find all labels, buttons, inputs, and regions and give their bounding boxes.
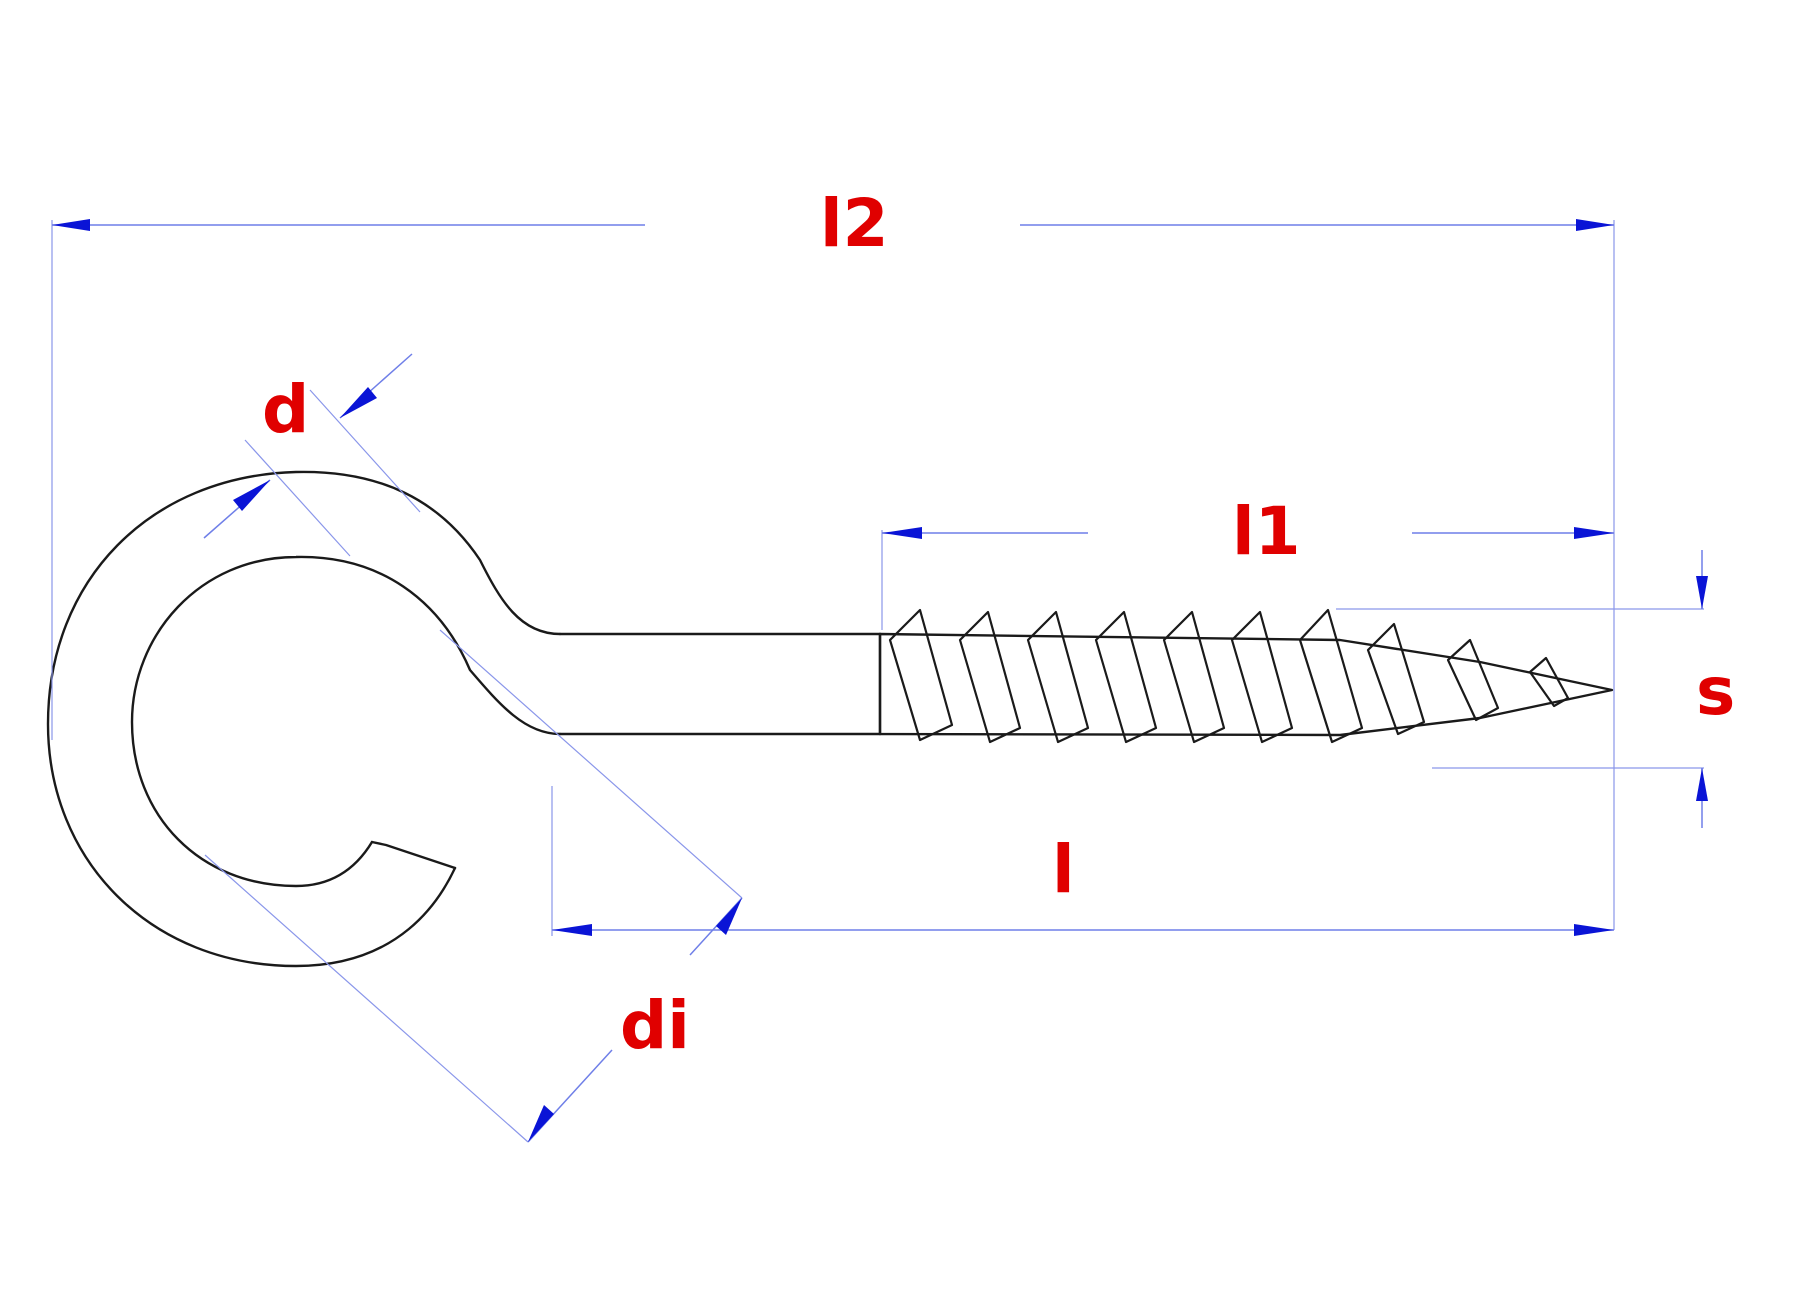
l-arrow-left [552, 924, 592, 936]
label-l1: l1 [1232, 493, 1301, 570]
di-extension-lower [204, 854, 529, 1143]
thread-flanks [888, 608, 1570, 744]
di-extension-upper [439, 629, 743, 899]
label-di: di [620, 987, 690, 1064]
di-arrow-upper [716, 898, 742, 935]
s-arrow-top [1696, 576, 1708, 609]
thread-core [878, 632, 1614, 737]
d-extension-inner [244, 439, 351, 557]
hook-tip [370, 840, 457, 870]
d-arrow-top [340, 387, 377, 418]
d-arrow-bottom [233, 480, 270, 511]
d-extension-outer [309, 389, 421, 513]
label-d: d [262, 371, 309, 448]
l1-arrow-right [1574, 527, 1614, 539]
l2-arrow-left [52, 219, 90, 231]
l1-arrow-left [882, 527, 922, 539]
hook-outer-contour [46, 470, 562, 968]
l-arrow-right [1574, 924, 1614, 936]
dimension-lines [51, 219, 1708, 1143]
label-l: l [1052, 831, 1075, 908]
label-s: s [1696, 653, 1735, 730]
screw-hook-outline [46, 470, 1614, 968]
di-arrow-lower [528, 1105, 554, 1142]
s-arrow-bottom [1696, 768, 1708, 801]
l2-arrow-right [1576, 219, 1614, 231]
label-l2: l2 [820, 185, 889, 262]
dimension-labels: l2 d l1 s l di [262, 185, 1735, 1064]
hook-inner-contour [130, 555, 562, 888]
